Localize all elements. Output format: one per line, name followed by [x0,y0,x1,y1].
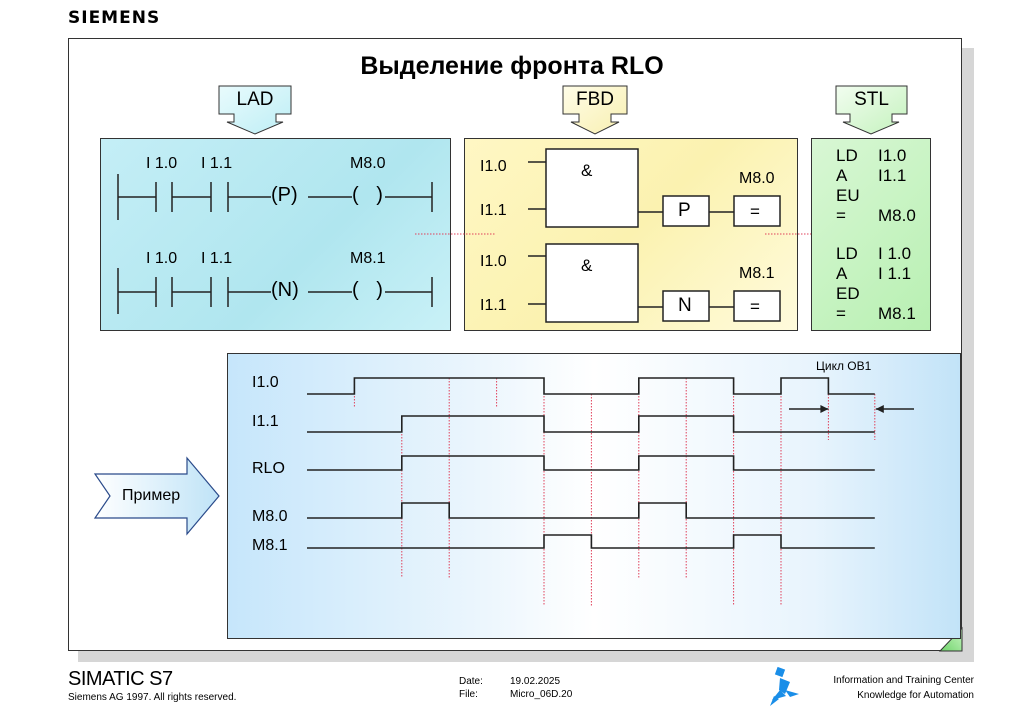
lad-n2-edge-letter: N [277,279,293,301]
stl-op: A [836,264,848,283]
stl-arg: I1.1 [878,166,907,185]
fbd-n2-input2: I1.1 [480,297,507,314]
slide-title: Выделение фронта RLO [360,52,664,80]
stl-panel [811,138,931,331]
fbd-n2-assign: = [750,297,760,316]
stl-line: EU [836,186,860,206]
lad-n1-coil: ( ) [352,184,389,206]
stl-op: ED [836,284,860,303]
stl-op: LD [836,244,858,263]
lad-n1-contact2-label: I 1.1 [201,155,233,172]
fbd-n1-gate: & [581,161,593,180]
lad-n2-coil: ( ) [352,279,389,301]
stl-line: A I 1.1 [836,264,911,284]
fbd-n1-edge: P [678,200,691,221]
signal-trace-rlo [307,455,875,471]
fbd-n2-edge: N [678,295,692,316]
signal-label: RLO [252,460,285,477]
file-value: Micro_06D.20 [510,689,573,700]
fbd-n1-p-box [662,195,710,227]
signal-label: M8.0 [252,508,288,525]
lad-n2-contact1-label: I 1.0 [146,250,178,267]
fbd-tag: FBD [576,89,614,110]
lad-n2-n-edge: (N) [271,279,299,301]
product-name: SIMATIC S7 [68,668,173,690]
signal-trace-m8-0 [307,502,875,519]
fbd-n1-input2: I1.1 [480,202,507,219]
fbd-tag-arrow [562,85,628,135]
lad-n1-coil-address: M8.0 [350,155,386,172]
itc-line2: Knowledge for Automation [857,690,974,701]
fbd-n2-out-address: M8.1 [739,265,775,282]
file-label: File: [459,689,478,700]
stl-line: A I1.1 [836,166,906,186]
stl-arg: M8.1 [878,304,916,323]
date-label: Date: [459,676,483,687]
lad-n1-edge-letter: P [277,184,292,206]
lad-tag-arrow [218,85,292,135]
copyright: Siemens AG 1997. All rights reserved. [68,692,237,703]
signal-label: I1.1 [252,413,279,430]
stl-tag: STL [854,89,889,110]
date-value: 19.02.2025 [510,676,561,687]
stl-arg: M8.0 [878,206,916,225]
stl-line: LD I 1.0 [836,244,911,264]
stl-op: A [836,166,848,185]
stl-line: ED [836,284,860,304]
cycle-label: Цикл OB1 [816,359,872,373]
lad-n1-contact1-label: I 1.0 [146,155,178,172]
lad-tag: LAD [236,89,274,110]
siemens-logo: SIEMENS [68,8,161,28]
stl-op: LD [836,146,858,165]
stl-op: = [836,304,846,323]
stl-line: = M8.1 [836,304,916,324]
signal-trace-i1-1 [307,415,875,433]
timing-panel [227,353,961,639]
lad-n2-coil-address: M8.1 [350,250,386,267]
lad-n2-contact2-label: I 1.1 [201,250,233,267]
fbd-n2-assign-box [733,290,781,322]
fbd-n2-input1: I1.0 [480,253,507,270]
stl-arg: I 1.0 [878,244,912,263]
stl-arg: I1.0 [878,146,907,165]
stl-line: LD I1.0 [836,146,906,166]
signal-label: I1.0 [252,374,279,391]
fbd-n1-assign-box [733,195,781,227]
fbd-n1-input1: I1.0 [480,158,507,175]
fbd-n1-out-address: M8.0 [739,170,775,187]
itc-text: Information and Training Center Knowledg… [800,673,974,703]
fbd-n2-n-box [662,290,710,322]
signal-trace-m8-1 [307,534,875,549]
lad-n1-p-edge: (P) [271,184,298,206]
fbd-n2-and-box [545,243,639,323]
signal-label: M8.1 [252,537,288,554]
lad-panel [100,138,451,331]
stl-tag-arrow [835,85,908,135]
fbd-n1-assign: = [750,202,760,221]
signal-trace-i1-0 [307,377,875,395]
cycle-arrow-left-head [875,405,884,413]
stl-arg: I 1.1 [878,264,912,283]
stl-op: = [836,206,846,225]
itc-line1: Information and Training Center [833,675,974,686]
cycle-arrow-right-head [820,405,829,413]
fbd-n2-gate: & [581,256,593,275]
stl-op: EU [836,186,860,205]
example-label: Пример [122,487,181,504]
fbd-n1-and-box [545,148,639,228]
stl-line: = M8.0 [836,206,916,226]
